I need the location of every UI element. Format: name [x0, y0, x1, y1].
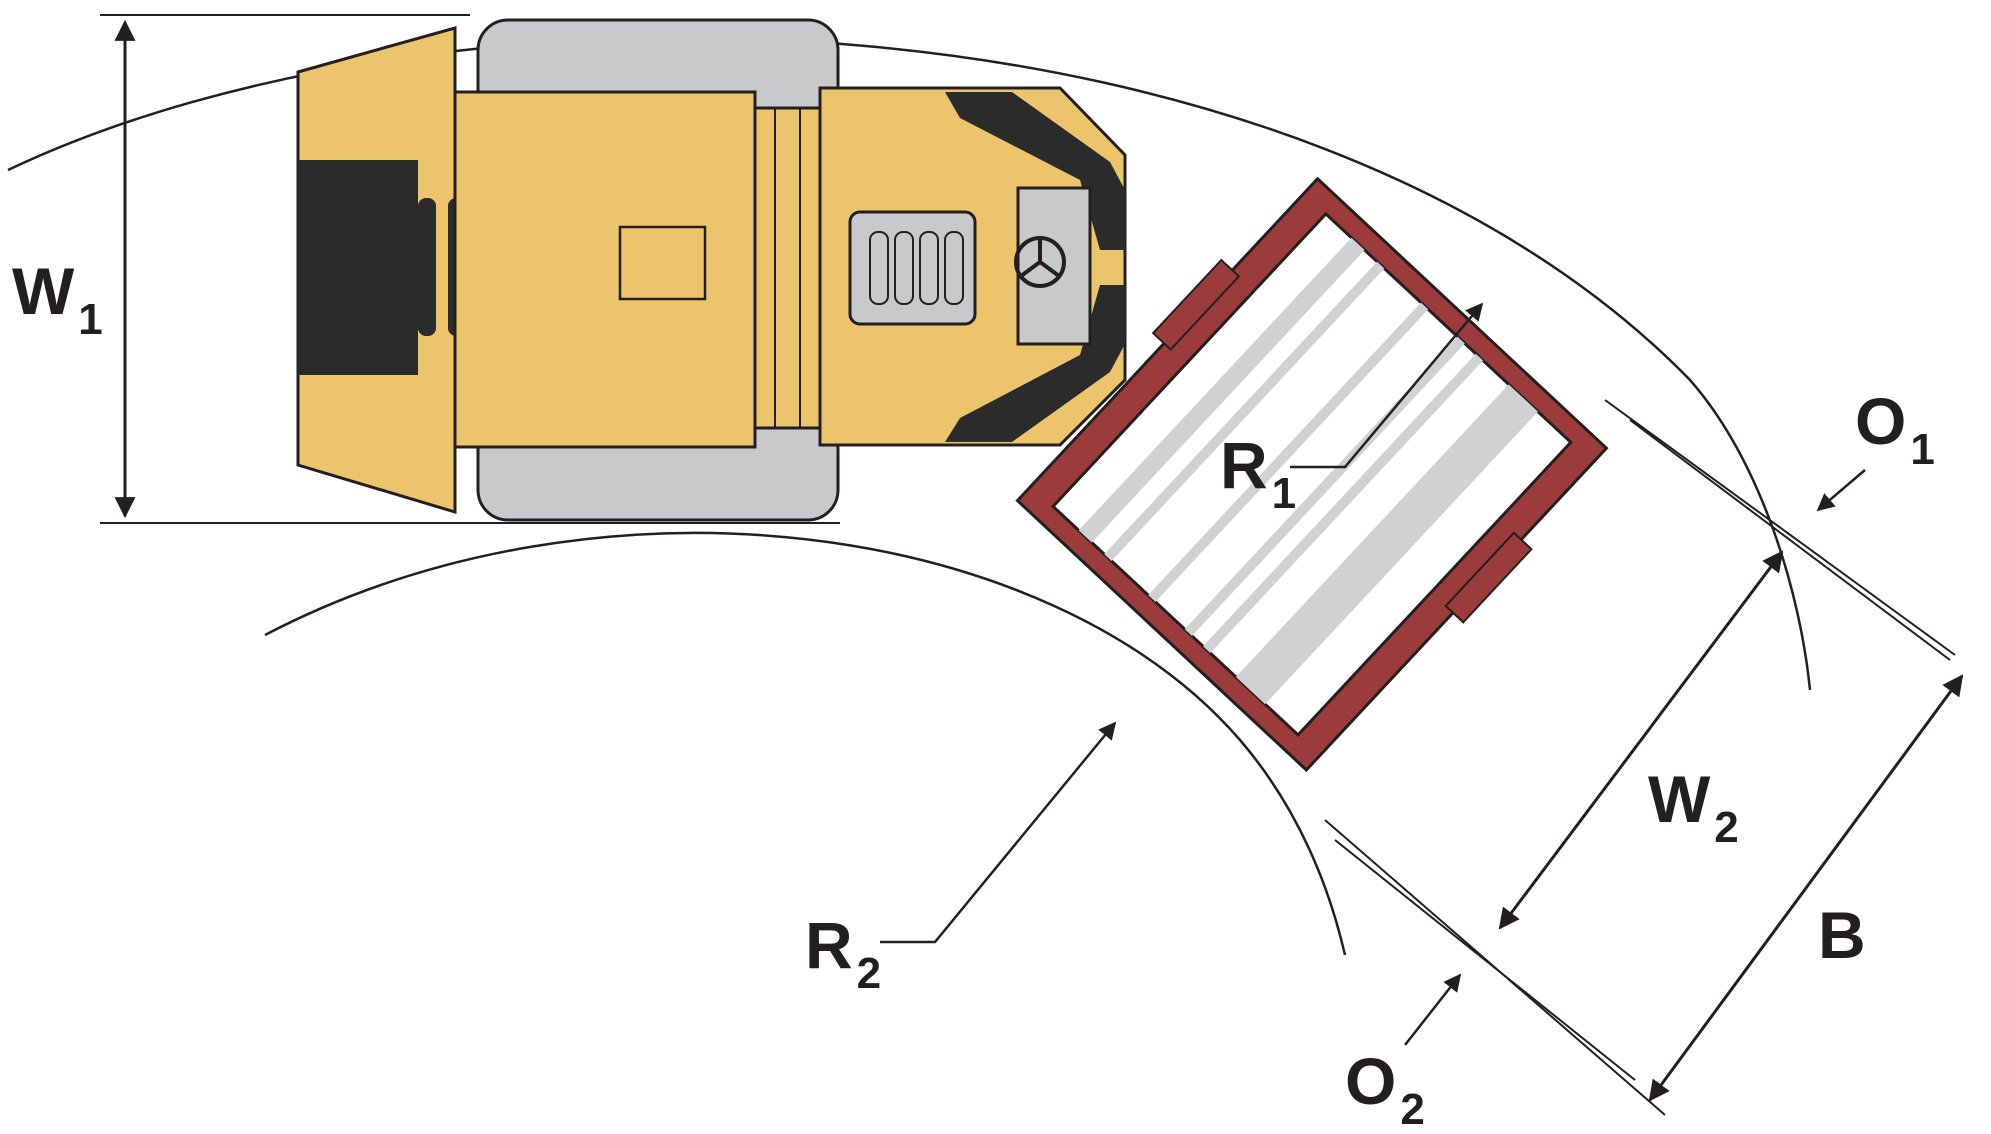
label-w1-main: W	[12, 254, 75, 328]
inner-turning-arc	[264, 531, 1347, 956]
hood-vent	[618, 225, 707, 301]
seat-rib-4	[944, 231, 964, 305]
drum-body	[1050, 211, 1573, 738]
label-o1-main: O	[1855, 384, 1907, 458]
seat-rib-3	[919, 231, 939, 305]
label-r1-sub: 1	[1271, 469, 1297, 518]
r2-leader-arrow	[880, 721, 1117, 944]
b-dimension-arrow	[1648, 674, 1964, 1102]
roller-rear-chassis	[296, 18, 1127, 522]
drum-stripe-5	[1202, 353, 1484, 654]
label-w1: W1	[12, 258, 103, 342]
o1-extension-inner	[1629, 419, 1951, 661]
label-o2-sub: 2	[1400, 1085, 1425, 1134]
label-o1-sub: 1	[1910, 425, 1935, 474]
label-r2-sub: 2	[856, 949, 882, 998]
label-r1-main: R	[1220, 428, 1268, 502]
drum-stripe-6	[1235, 384, 1538, 705]
label-b: B	[1818, 902, 1866, 968]
o1-extension-outer	[1604, 399, 1956, 656]
label-r2: R2	[805, 912, 881, 996]
roll-bar-front-top	[945, 92, 1125, 250]
roller-front-drum	[1015, 176, 1609, 773]
rear-grille-slot-1	[418, 198, 436, 336]
roll-bar-front-bottom	[945, 285, 1125, 442]
label-w2-sub: 2	[1714, 803, 1739, 852]
label-w2: W2	[1648, 766, 1739, 850]
drum-stripe-1	[1078, 237, 1365, 543]
label-w1-sub: 1	[78, 295, 103, 344]
seat-rib-1	[869, 231, 889, 305]
label-r2-main: R	[805, 908, 853, 982]
label-r1: R1	[1220, 432, 1296, 516]
r1-leader-arrow	[1290, 302, 1484, 469]
label-o2: O2	[1345, 1048, 1425, 1132]
drum-clip-top	[1151, 258, 1241, 351]
w2-dimension-arrow	[1498, 550, 1784, 930]
drum-stripe-2	[1104, 261, 1385, 561]
dash-console	[1016, 186, 1092, 346]
engine-hood	[453, 90, 757, 449]
label-o1: O1	[1855, 388, 1935, 472]
drum-stripe-4	[1184, 336, 1465, 637]
label-w2-main: W	[1648, 762, 1711, 836]
o2-pointer-arrow	[1404, 973, 1462, 1046]
label-b-main: B	[1818, 898, 1866, 972]
o1-pointer-arrow	[1816, 469, 1866, 512]
articulation-joint	[753, 106, 822, 430]
steering-wheel-spokes	[1019, 238, 1061, 278]
seat-rib-2	[894, 231, 914, 305]
label-o2-main: O	[1345, 1044, 1397, 1118]
o2-extension-inner	[1334, 839, 1636, 1081]
drum-stripe-3	[1148, 302, 1429, 602]
rear-grille	[298, 160, 418, 375]
